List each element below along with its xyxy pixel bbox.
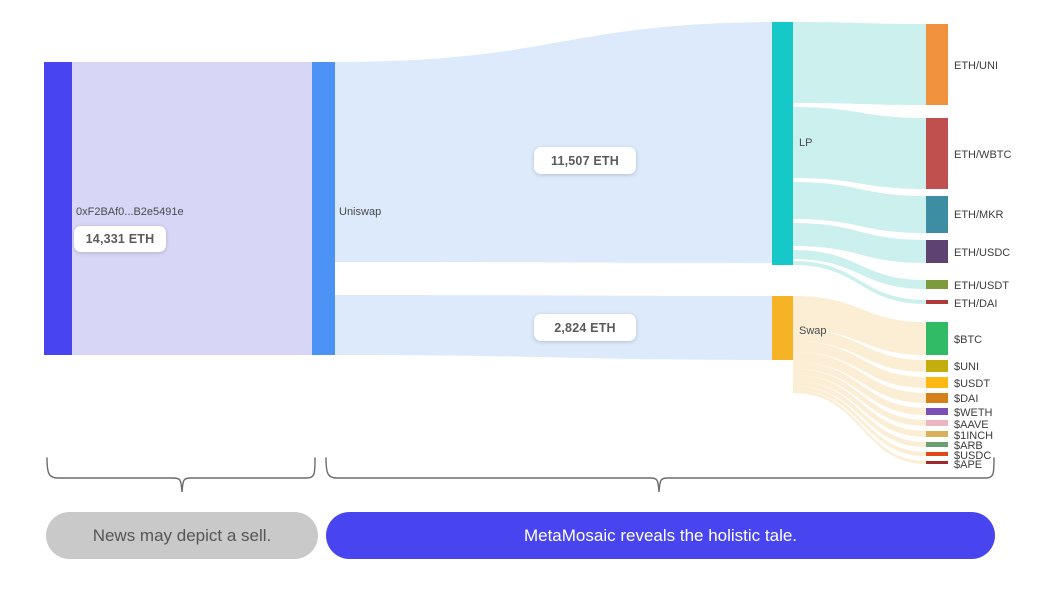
node-1inch[interactable] — [926, 431, 948, 437]
node-usdt[interactable] — [926, 377, 948, 388]
node-weth[interactable] — [926, 408, 948, 415]
leaf-label-dai: $DAI — [954, 393, 978, 405]
node-aave[interactable] — [926, 420, 948, 426]
leaf-label-eth-usdc: ETH/USDC — [954, 247, 1010, 259]
node-dai[interactable] — [926, 393, 948, 403]
leaf-label-usdc: $USDC — [954, 450, 991, 462]
caption-pill-news: News may depict a sell. — [46, 512, 318, 559]
node-eth-uni[interactable] — [926, 24, 948, 105]
leaf-label-usdt: $USDT — [954, 378, 990, 390]
leaf-label-eth-dai: ETH/DAI — [954, 298, 997, 310]
node-eth-usdc[interactable] — [926, 240, 948, 263]
node-label-wallet: 0xF2BAf0...B2e5491e — [76, 206, 184, 218]
brace-left — [46, 457, 316, 493]
node-label-lp: LP — [799, 137, 812, 149]
node-label-swap: Swap — [799, 325, 827, 337]
brace-right — [325, 457, 995, 493]
leaf-label-weth: $WETH — [954, 407, 993, 419]
link-wallet-to-uniswap — [72, 62, 312, 355]
caption-pill-metamosaic: MetaMosaic reveals the holistic tale. — [326, 512, 995, 559]
leaf-label-1inch: $1INCH — [954, 430, 993, 442]
node-uniswap[interactable] — [312, 62, 335, 355]
link-uniswap-to-lp — [335, 22, 785, 263]
link-group-swap-outputs — [793, 296, 926, 464]
node-uni[interactable] — [926, 360, 948, 372]
leaf-label-arb: $ARB — [954, 440, 983, 452]
leaf-label-eth-wbtc: ETH/WBTC — [954, 149, 1011, 161]
node-label-uniswap: Uniswap — [339, 206, 381, 218]
leaf-label-eth-uni: ETH/UNI — [954, 60, 998, 72]
leaf-label-eth-mkr: ETH/MKR — [954, 209, 1004, 221]
value-chip-lp: 11,507 ETH — [534, 147, 636, 174]
node-swap[interactable] — [772, 296, 793, 360]
leaf-label-uni: $UNI — [954, 361, 979, 373]
node-arb[interactable] — [926, 442, 948, 447]
node-btc[interactable] — [926, 322, 948, 355]
node-eth-mkr[interactable] — [926, 196, 948, 233]
leaf-label-eth-usdt: ETH/USDT — [954, 280, 1009, 292]
value-chip-swap: 2,824 ETH — [534, 314, 636, 341]
node-usdc[interactable] — [926, 452, 948, 456]
node-eth-usdt[interactable] — [926, 280, 948, 289]
leaf-label-aave: $AAVE — [954, 419, 989, 431]
leaf-label-ape: $APE — [954, 459, 982, 471]
node-wallet[interactable] — [44, 62, 72, 355]
node-eth-dai[interactable] — [926, 300, 948, 304]
value-chip-total: 14,331 ETH — [74, 226, 166, 252]
link-group-lp-outputs — [793, 22, 926, 304]
leaf-label-btc: $BTC — [954, 334, 982, 346]
node-lp[interactable] — [772, 22, 793, 265]
node-eth-wbtc[interactable] — [926, 118, 948, 189]
node-ape[interactable] — [926, 461, 948, 464]
